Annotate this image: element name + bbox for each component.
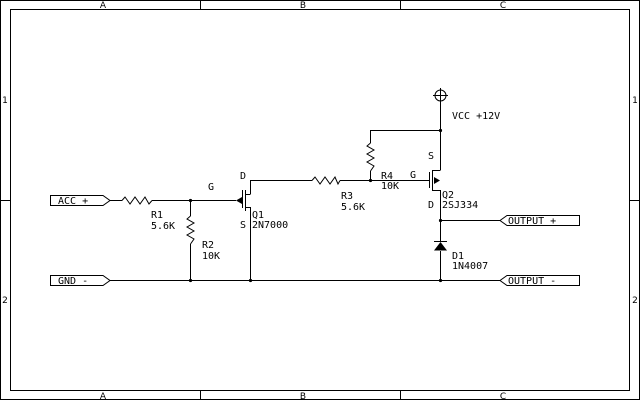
mosfet-q1-symbol	[236, 190, 251, 211]
q2-ref: Q2	[442, 190, 454, 201]
zone-column-label: B	[300, 392, 306, 400]
mosfet-q2-symbol	[420, 170, 441, 191]
r3-value: 5.6K	[341, 202, 365, 213]
r2-ref: R2	[202, 240, 214, 251]
vcc-symbol	[433, 88, 448, 102]
q1-ref: Q1	[252, 210, 264, 221]
q1-source-pin-label: S	[240, 220, 246, 231]
r1-ref: R1	[151, 210, 163, 221]
port-gnd-minus-label: GND -	[58, 276, 88, 287]
r4-ref: R4	[381, 171, 393, 182]
port-acc-plus	[50, 195, 111, 206]
resistor-r3-symbol	[311, 175, 341, 186]
diode-d1-symbol	[434, 241, 447, 251]
port-acc-plus-label: ACC +	[58, 196, 88, 207]
r1-value: 5.6K	[151, 221, 175, 232]
resistor-r4-symbol	[365, 142, 376, 172]
zone-column-label: C	[500, 392, 506, 400]
vcc-label: VCC +12V	[452, 111, 500, 122]
port-output-minus-label: OUTPUT -	[508, 276, 556, 287]
zone-row-label: 2	[2, 296, 8, 306]
resistor-r2-symbol	[185, 215, 196, 245]
q1-part: 2N7000	[252, 220, 288, 231]
q2-drain-pin-label: D	[428, 200, 434, 211]
zone-row-label: 2	[632, 296, 638, 306]
q1-drain-pin-label: D	[240, 171, 246, 182]
port-output-plus	[499, 215, 580, 226]
port-gnd-minus	[50, 275, 111, 286]
r3-ref: R3	[341, 191, 353, 202]
zone-row-label: 1	[632, 96, 638, 106]
junction-dots	[188, 128, 443, 283]
r4-value: 10K	[381, 181, 399, 192]
port-output-minus	[499, 275, 580, 286]
wires	[110, 101, 500, 281]
q1-gate-pin-label: G	[208, 182, 214, 193]
q2-gate-pin-label: G	[410, 170, 416, 181]
zone-column-label: A	[100, 392, 107, 400]
zone-column-label: C	[500, 1, 506, 11]
port-output-plus-label: OUTPUT +	[508, 216, 556, 227]
d1-part: 1N4007	[452, 261, 488, 272]
q2-source-pin-label: S	[428, 151, 434, 162]
zone-column-label: B	[300, 1, 306, 11]
r2-value: 10K	[202, 251, 220, 262]
resistor-r1-symbol	[121, 196, 153, 205]
zone-row-label: 1	[2, 96, 8, 106]
q2-part: 2SJ334	[442, 200, 478, 211]
zone-column-label: A	[100, 1, 107, 11]
d1-ref: D1	[452, 251, 464, 262]
